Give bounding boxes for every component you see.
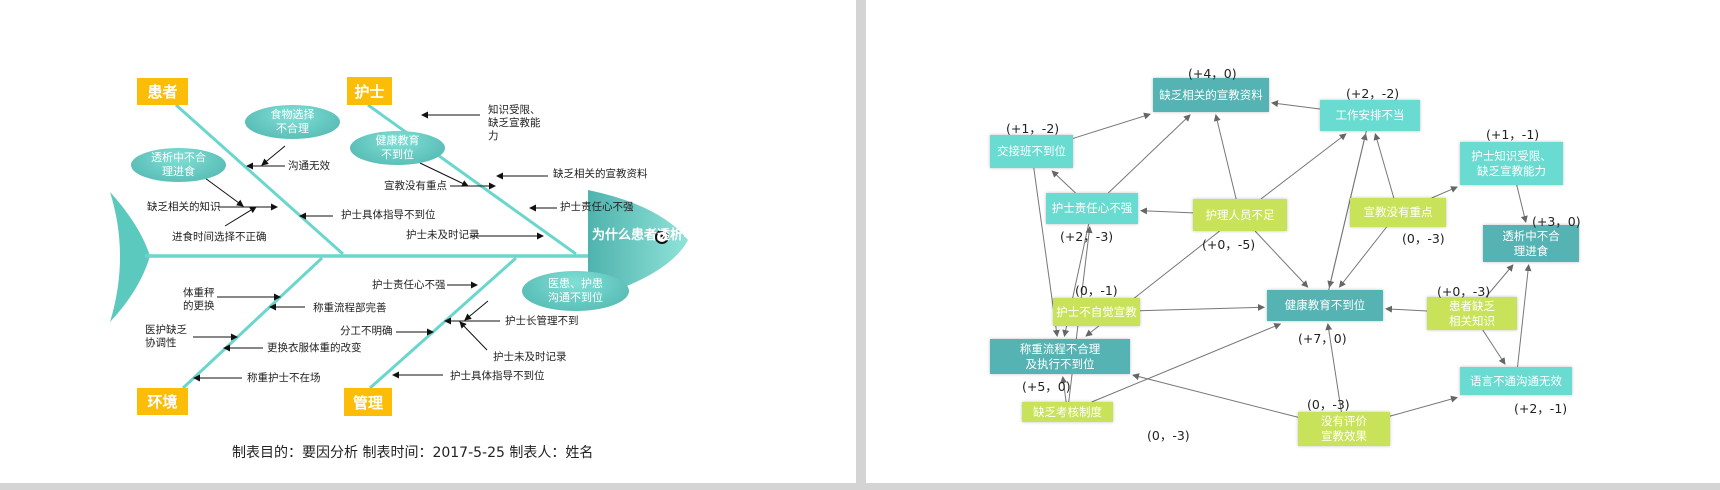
cause-label: 宣教没有重点 <box>384 180 447 192</box>
category-nurse: 护士 <box>347 77 392 105</box>
edge-handover-to-material <box>1072 112 1151 139</box>
cause-label: 护士未及时记录 <box>406 229 480 241</box>
score-label: (+7，0) <box>1298 331 1347 346</box>
node-nurse-knowledge: 护士知识受限、缺乏宣教能力 <box>1460 142 1563 185</box>
score-label: (+0，-3) <box>1437 284 1491 299</box>
cause-label: 护士长管理不到 <box>505 315 579 327</box>
fishbone-slide: 为什么患者透析中进食 患者 护士 环境 管理 食物选择不合理 透析中不合理进食 … <box>0 0 856 483</box>
ellipse-food-choice: 食物选择不合理 <box>245 105 340 139</box>
score-label: (+2，-1) <box>1514 401 1568 416</box>
cause-label: 缺乏相关的宣教资料 <box>553 168 648 180</box>
ellipse-communication: 医患、护患沟通不到位 <box>522 271 629 311</box>
cause-label: 医护缺乏协调性 <box>145 324 187 349</box>
node-workplan: 工作安排不当 <box>1320 100 1420 131</box>
cause-label: 护士具体指导不到位 <box>341 209 436 221</box>
node-health-education: 健康教育不到位 <box>1267 290 1383 321</box>
edge-responsibility-to-handover <box>1051 170 1076 194</box>
edge-patientknow-to-healthedu <box>1385 305 1428 313</box>
node-handover: 交接班不到位 <box>990 135 1073 168</box>
fish-head-title: 为什么患者透析中进食 <box>592 228 723 243</box>
cause-label: 进食时间选择不正确 <box>172 231 267 243</box>
relation-edges <box>1033 100 1532 418</box>
edge-staff-to-responsibility <box>1140 207 1194 215</box>
node-weighing-process: 称重流程不合理及执行不到位 <box>990 339 1130 374</box>
node-patient-knowledge: 患者缺乏相关知识 <box>1427 297 1517 330</box>
cause-label: 称重流程部完善 <box>313 302 387 314</box>
category-environment: 环境 <box>137 388 188 415</box>
cause-label: 护士责任心不强 <box>560 201 634 213</box>
score-label: (0，-1) <box>1075 283 1118 298</box>
chart-footer: 制表目的：要因分析 制表时间：2017-5-25 制表人：姓名 <box>232 445 594 461</box>
score-label: (+4，0) <box>1188 66 1237 81</box>
edge-evaluation-to-weighing <box>1132 373 1299 418</box>
edge-workplan-to-healthedu <box>1327 130 1367 288</box>
edge-nofocus-to-knowledge <box>1431 186 1458 199</box>
score-label: (0，-3) <box>1147 428 1190 443</box>
score-label: (0，-3) <box>1402 231 1445 246</box>
edge-staff-to-healthedu <box>1254 230 1309 288</box>
fishbone-lines <box>110 103 688 390</box>
edge-patientknow-to-language <box>1482 329 1506 365</box>
edge-staff-to-workplan <box>1260 133 1347 200</box>
edge-staff-to-material <box>1213 114 1237 200</box>
cause-label: 分工不明确 <box>340 325 393 337</box>
score-label: (+2，-2) <box>1346 86 1400 101</box>
node-self-education: 护士不自觉宣教 <box>1053 298 1140 326</box>
fish-tail <box>110 192 150 322</box>
node-staff-shortage: 护理人员不足 <box>1193 199 1287 231</box>
score-label: (+0，-5) <box>1202 237 1256 252</box>
edge-language-to-dialysis <box>1517 264 1532 368</box>
node-no-focus: 宣教没有重点 <box>1350 198 1446 227</box>
cause-label: 沟通无效 <box>288 160 330 172</box>
node-responsibility: 护士责任心不强 <box>1046 193 1138 224</box>
edge-responsibility-to-material <box>1107 114 1191 194</box>
node-education-evaluation: 没有评价宣教效果 <box>1298 412 1390 446</box>
edge-workplan-to-material <box>1271 100 1321 110</box>
edge-assessment-to-weighing <box>1060 376 1068 403</box>
edge-evaluation-to-language <box>1389 395 1458 417</box>
node-lack-material: 缺乏相关的宣教资料 <box>1153 78 1269 112</box>
cause-label: 称重护士不在场 <box>247 372 321 384</box>
score-label: (+2，-3) <box>1060 229 1114 244</box>
score-label: (+1，-2) <box>1006 121 1060 136</box>
cause-label: 护士责任心不强 <box>372 279 446 291</box>
relation-graph-slide: 缺乏相关的宣教资料 交接班不到位 工作安排不当 护士知识受限、缺乏宣教能力 透析… <box>866 0 1720 483</box>
score-label: (+1，-1) <box>1486 127 1540 142</box>
category-patient: 患者 <box>137 78 188 105</box>
cause-label: 更换衣服体重的改变 <box>267 342 362 354</box>
edge-nofocus-to-workplan <box>1373 133 1395 199</box>
cause-label: 缺乏相关的知识 <box>147 201 221 213</box>
ellipse-health-education: 健康教育不到位 <box>350 131 445 165</box>
ellipse-dialysis-eating: 透析中不合理进食 <box>131 148 226 182</box>
edge-patientknow-to-dialysis <box>1485 264 1514 298</box>
cause-label: 护士未及时记录 <box>493 351 567 363</box>
edge-knowledge-to-dialysis <box>1516 184 1528 223</box>
cause-label: 体重秤的更换 <box>183 287 215 312</box>
edge-nofocus-to-healthedu <box>1338 226 1388 288</box>
node-language-barrier: 语言不通沟通无效 <box>1460 367 1572 395</box>
score-label: (0，-3) <box>1307 397 1350 412</box>
cause-label: 护士具体指导不到位 <box>450 370 545 382</box>
node-dialysis-eating: 透析中不合理进食 <box>1483 225 1579 262</box>
node-assessment-system: 缺乏考核制度 <box>1022 402 1113 422</box>
cause-label: 知识受限、缺乏宣教能力 <box>488 104 541 142</box>
fish-head <box>588 190 688 300</box>
edge-evaluation-to-healthedu <box>1325 323 1342 413</box>
edge-selfedu-to-healthedu <box>1139 303 1265 312</box>
category-management: 管理 <box>344 388 392 416</box>
score-label: (+3，0) <box>1532 214 1581 229</box>
edge-assessment-to-healthedu <box>1091 323 1282 403</box>
score-label: (+5，0) <box>1022 379 1071 394</box>
